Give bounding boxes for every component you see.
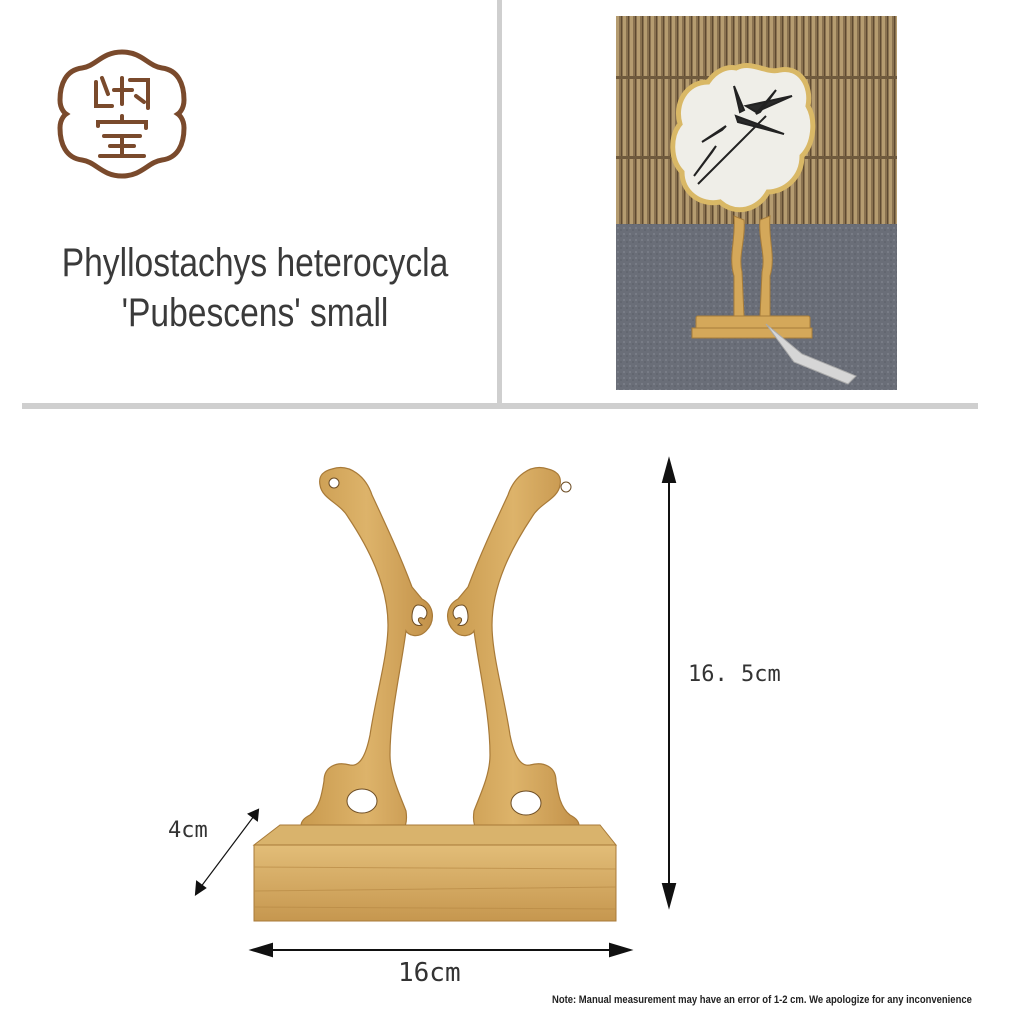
vertical-divider bbox=[497, 0, 502, 404]
width-dimension-label: 16cm bbox=[398, 958, 461, 988]
depth-dimension-label: 4cm bbox=[168, 818, 208, 843]
stand-illustration bbox=[240, 455, 640, 930]
product-photo bbox=[616, 16, 897, 390]
measurement-note: Note: Manual measurement may have an err… bbox=[552, 994, 972, 1006]
height-dimension-label: 16. 5cm bbox=[688, 662, 781, 687]
product-title-line-1: Phyllostachys heterocycla bbox=[61, 241, 449, 285]
horizontal-divider bbox=[22, 403, 978, 409]
product-title-line-2: 'Pubescens' small bbox=[121, 291, 389, 335]
product-title: Phyllostachys heterocycla 'Pubescens' sm… bbox=[58, 238, 453, 338]
brand-logo bbox=[52, 44, 192, 184]
brand-seal-logo-icon bbox=[57, 49, 187, 179]
